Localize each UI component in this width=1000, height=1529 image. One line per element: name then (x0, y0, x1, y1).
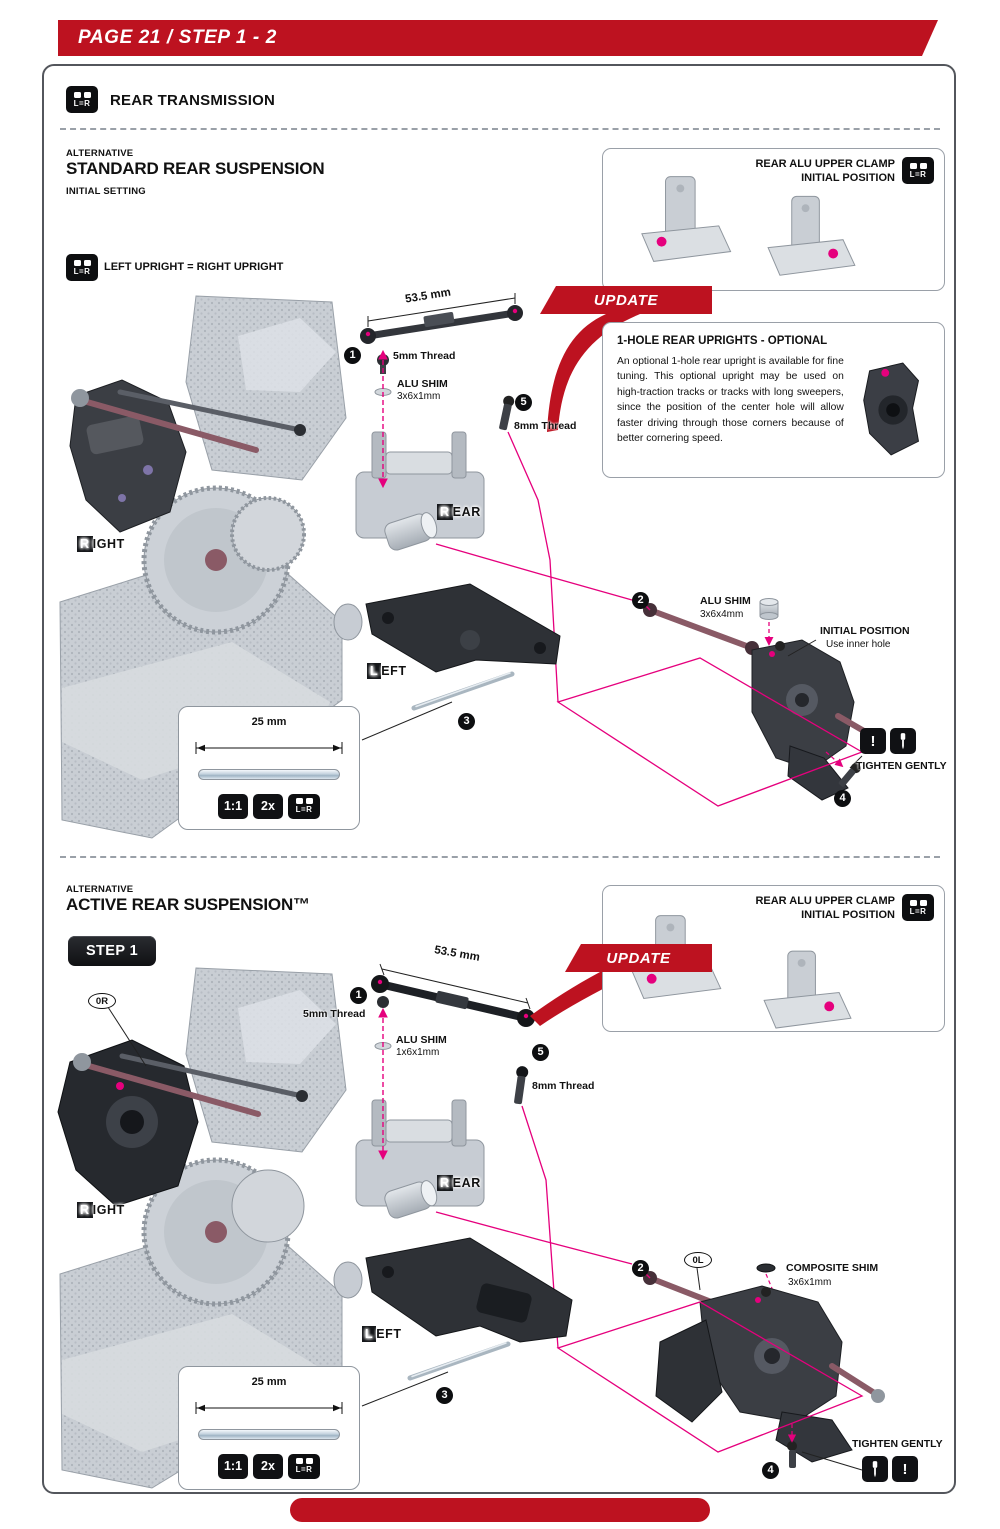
page-header-text: PAGE 21 / STEP 1 - 2 (78, 27, 277, 48)
footer-bar (290, 1498, 710, 1522)
content-frame (42, 64, 956, 1494)
section-divider (60, 856, 940, 858)
page-header-banner: PAGE 21 / STEP 1 - 2 (58, 20, 938, 56)
